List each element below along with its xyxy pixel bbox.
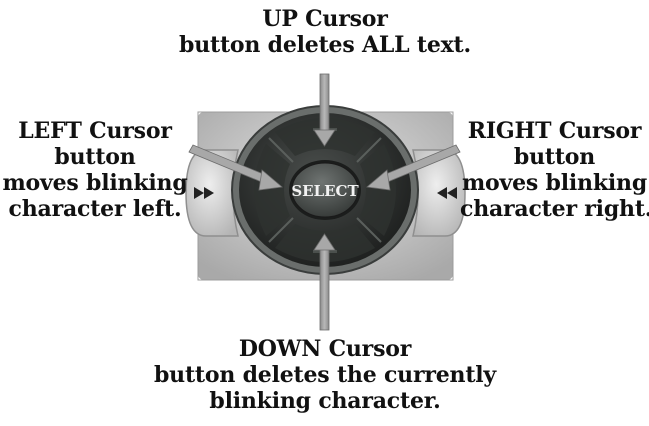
rewind-icon [194, 187, 214, 199]
right-cursor-desc-1: button [513, 144, 596, 170]
down-pointer-arrow [313, 233, 336, 331]
right-cursor-title: RIGHT Cursor [467, 118, 642, 144]
down-cursor-label: DOWN Cursor button deletes the currently… [130, 336, 520, 414]
fast-forward-icon [437, 187, 457, 199]
left-cursor-desc-3: character left. [8, 196, 182, 222]
select-label: SELECT [291, 182, 359, 200]
right-cursor-button[interactable] [360, 144, 396, 236]
up-cursor-title: UP Cursor [262, 6, 388, 32]
select-button[interactable]: SELECT [289, 160, 361, 220]
down-cursor-desc-1: button deletes the currently [153, 362, 497, 388]
right-cursor-label: RIGHT Cursor button moves blinking chara… [460, 118, 649, 222]
up-pointer-arrow [313, 73, 336, 147]
left-pointer-arrow [188, 144, 283, 191]
up-cursor-description: button deletes ALL text. [179, 32, 471, 58]
down-cursor-title: DOWN Cursor [238, 336, 412, 362]
right-cursor-desc-3: character right. [460, 196, 649, 222]
up-cursor-label: UP Cursor button deletes ALL text. [150, 6, 500, 58]
left-cursor-button[interactable] [254, 144, 290, 236]
right-cursor-desc-2: moves blinking [461, 170, 648, 196]
down-cursor-desc-2: blinking character. [209, 388, 441, 414]
left-cursor-title: LEFT Cursor [18, 118, 172, 144]
left-cursor-desc-1: button [54, 144, 136, 170]
left-cursor-desc-2: moves blinking [2, 170, 188, 196]
right-pointer-arrow [366, 144, 461, 191]
left-cursor-label: LEFT Cursor button moves blinking charac… [0, 118, 190, 222]
